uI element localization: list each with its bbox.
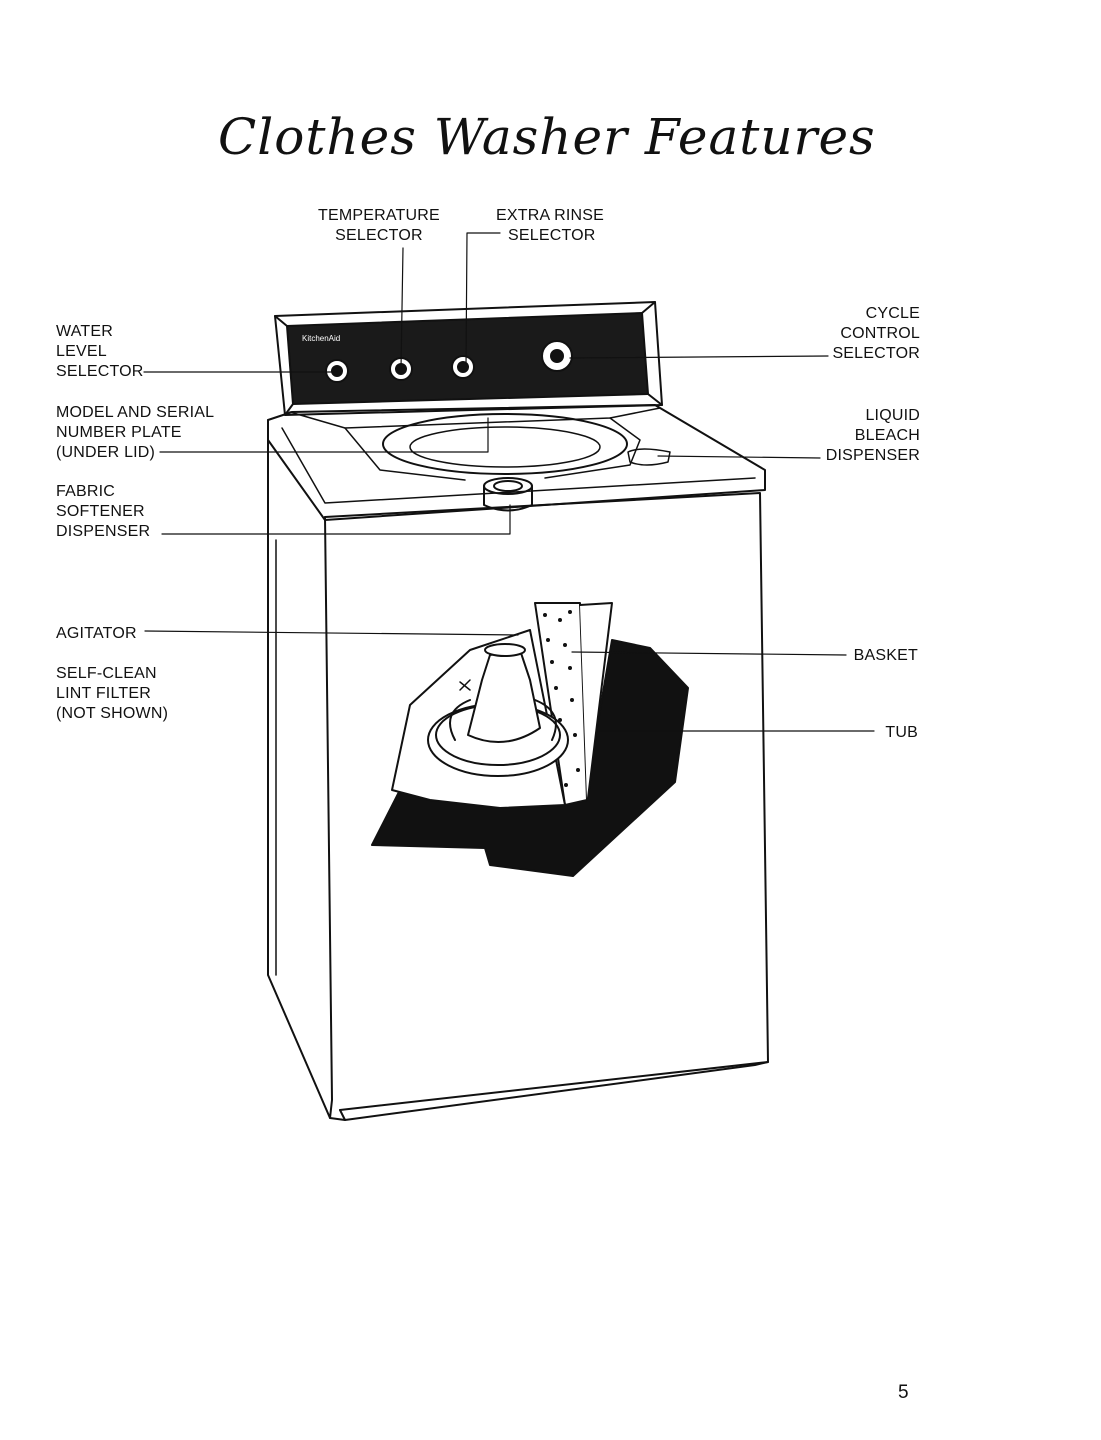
bleach-dispenser [628, 449, 670, 465]
brand-logo: KitchenAid [302, 334, 340, 343]
cabinet-body [268, 420, 332, 1118]
page-number: 5 [898, 1382, 909, 1404]
lid-opening [383, 414, 627, 474]
